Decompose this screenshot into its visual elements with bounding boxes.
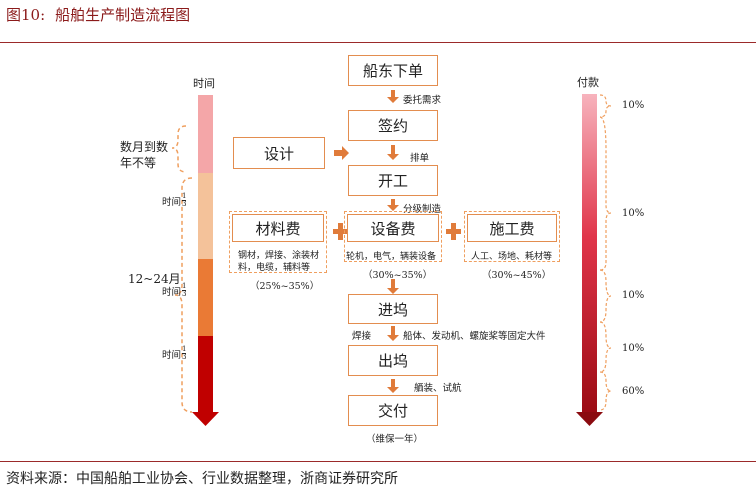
bottom-divider <box>0 461 756 462</box>
payment-brace-1 <box>599 94 612 118</box>
payment-brace-2 <box>599 116 612 271</box>
step-order-box: 船东下单 <box>348 55 438 86</box>
payment-bar <box>582 94 597 412</box>
payment-pct-3: 10% <box>622 290 645 301</box>
payment-brace-5 <box>599 371 612 411</box>
figure-number: 图10: <box>6 6 46 24</box>
annot-order: 委托需求 <box>403 95 442 106</box>
plus-icon-1 <box>333 223 348 240</box>
annot-dock-left: 焊接 <box>352 331 372 342</box>
figure-source: 资料来源：中国船舶工业协会、行业数据整理，浙商证券研究所 <box>6 471 398 487</box>
time-segment-4 <box>198 336 213 412</box>
payment-pct-5: 60% <box>622 386 645 397</box>
flow-arrows <box>334 90 399 393</box>
time-segment-2 <box>198 173 213 259</box>
step-undock-box: 出坞 <box>348 345 438 376</box>
time-header: 时间 <box>193 77 215 90</box>
arrow-order-sign <box>387 90 399 103</box>
annot-undock: 舾装、试航 <box>414 383 462 394</box>
top-divider <box>0 42 756 43</box>
payment-pct-1: 10% <box>622 100 645 111</box>
plus-icon-2 <box>446 223 461 240</box>
equipment-box: 设备费 <box>347 214 439 242</box>
equipment-detail-1: 轮机，电气，辆装设备 <box>346 252 437 262</box>
payment-pct-4: 10% <box>622 343 645 354</box>
time-brace-1 <box>171 125 187 173</box>
time-segment-1 <box>198 95 213 173</box>
annot-dock-right: 船体、发动机、螺旋桨等固定大件 <box>403 331 546 342</box>
materials-detail-2: 料，电缆，辅料等 <box>238 263 311 273</box>
arrow-design-start <box>334 146 349 160</box>
time-brace-2 <box>174 177 193 413</box>
construction-range: （30%~45%） <box>482 270 552 281</box>
time-range-2: 12~24月 <box>128 272 181 286</box>
materials-range: （25%~35%） <box>250 281 320 292</box>
payment-brace-4 <box>599 321 612 373</box>
step-sign-box: 签约 <box>348 110 438 141</box>
arrow-dock-undock <box>387 326 399 341</box>
materials-detail-1: 钢材，焊接、涂装材 <box>238 251 320 261</box>
annot-deliver: （维保一年） <box>366 434 424 445</box>
construction-box: 施工费 <box>467 214 557 242</box>
annot-sign: 排单 <box>410 153 430 164</box>
step-start-box: 开工 <box>348 165 438 196</box>
construction-detail-1: 人工、场地、耗材等 <box>471 252 553 262</box>
time-arrow-head <box>192 412 219 426</box>
payment-brace-3 <box>599 269 612 323</box>
figure-title-text: 船舶生产制造流程图 <box>55 6 191 24</box>
arrow-equip-dock <box>387 279 399 294</box>
payment-pct-2: 10% <box>622 208 645 219</box>
figure-title: 图10: 船舶生产制造流程图 <box>6 4 190 25</box>
time-segment-3 <box>198 259 213 336</box>
step-dock-box: 进坞 <box>348 294 438 324</box>
time-range-1: 数月到数年不等 <box>120 140 169 170</box>
materials-box: 材料费 <box>232 214 324 242</box>
construction-group <box>464 211 560 262</box>
payment-arrow-head <box>576 412 603 426</box>
annot-start: 分级制造 <box>403 204 442 215</box>
payment-header: 付款 <box>577 76 599 89</box>
equipment-group <box>344 211 442 262</box>
equipment-range: （30%~35%） <box>363 270 433 281</box>
design-box: 设计 <box>233 137 325 169</box>
arrow-sign-start <box>387 145 399 160</box>
arrow-undock-deliver <box>387 379 399 393</box>
arrow-start-equip <box>387 199 399 211</box>
materials-group <box>229 211 327 273</box>
step-deliver-box: 交付 <box>348 395 438 426</box>
